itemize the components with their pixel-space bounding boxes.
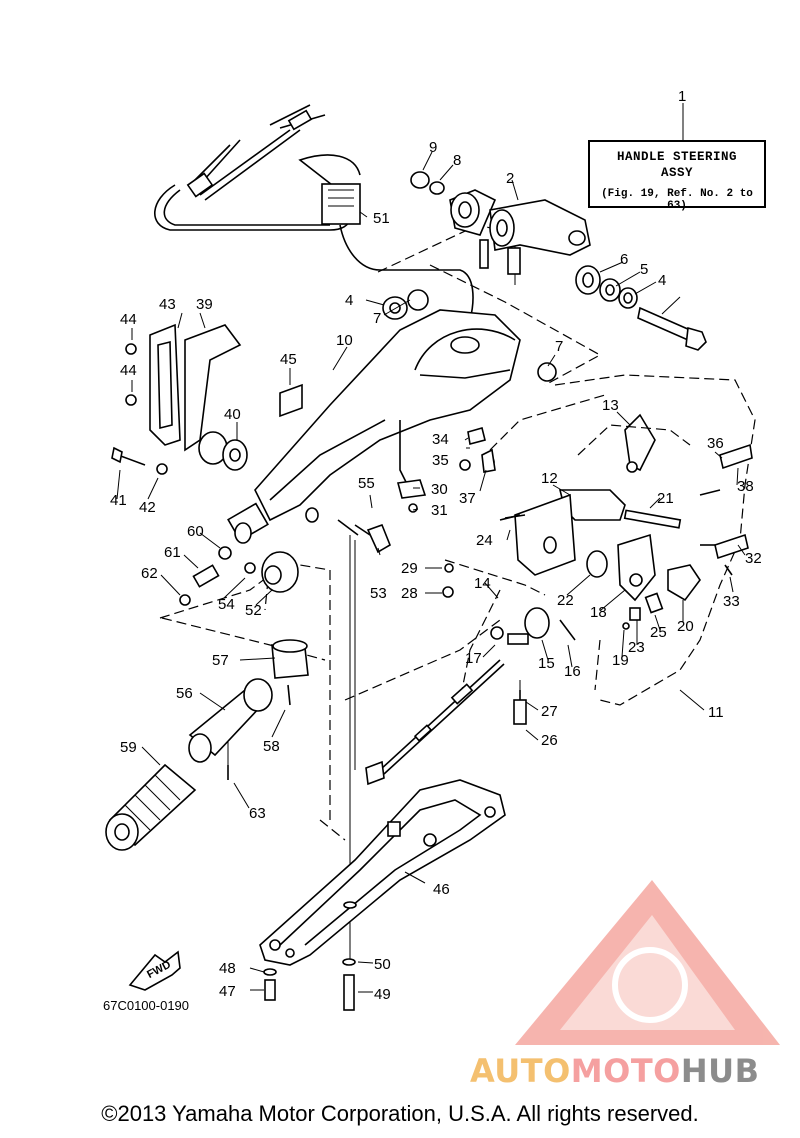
steering-handle-housing [227,309,521,544]
callout-34: 34 [432,431,449,448]
callout-20: 20 [677,618,694,635]
assembly-title-line1: HANDLE STEERING [616,150,738,164]
callout-52: 52 [245,602,262,619]
callout-37: 37 [459,490,476,507]
callout-32: 32 [745,550,762,567]
callout-55: 55 [358,475,375,492]
callout-44b: 44 [120,362,137,379]
callout-45: 45 [280,351,297,368]
callout-41: 41 [110,492,127,509]
label-plate [279,383,303,418]
callout-43: 43 [159,296,176,313]
callout-11: 11 [708,704,724,721]
leader-lines [116,103,746,993]
callout-30: 30 [431,481,448,498]
callout-46: 46 [433,881,450,898]
callout-39: 39 [196,296,213,313]
callout-5: 5 [640,261,648,278]
watermark-auto: AUTO [470,1052,571,1090]
callout-31: 31 [431,502,448,519]
callout-15: 15 [538,655,555,672]
callout-59: 59 [120,739,137,756]
callout-21: 21 [657,490,674,507]
callout-2: 2 [506,170,514,187]
callout-17: 17 [465,650,482,667]
assembly-reference: (Fig. 19, Ref. No. 2 to 63) [601,188,753,212]
callout-12: 12 [541,470,558,487]
callout-6: 6 [620,251,628,268]
callout-62: 62 [141,565,158,582]
callout-63: 63 [249,805,266,822]
callout-42: 42 [139,499,156,516]
callout-4a: 4 [345,292,353,309]
callout-47: 47 [219,983,236,1000]
watermark-text: AUTOMOTOHUB [470,1052,760,1090]
callout-44a: 44 [120,311,137,328]
callout-53: 53 [370,585,387,602]
callout-14: 14 [474,575,491,592]
callout-54: 54 [218,596,235,613]
callout-48: 48 [219,960,236,977]
left-bracket-assy [111,323,248,475]
callout-50: 50 [374,956,391,973]
callout-13: 13 [602,397,619,414]
callout-9: 9 [429,139,437,156]
callout-61: 61 [164,544,181,561]
callout-26: 26 [541,732,558,749]
cable-harness [154,104,474,321]
callout-57: 57 [212,652,229,669]
callout-23: 23 [628,639,645,656]
callout-4b: 4 [658,272,666,289]
upper-bracket [410,171,591,275]
callout-7b: 7 [555,338,563,355]
base-plate [128,779,506,1011]
callout-29: 29 [401,560,418,577]
watermark-moto: MOTO [570,1052,681,1090]
shift-rod [365,659,527,786]
throttle-grip-parts [105,546,309,851]
callout-19: 19 [612,652,629,669]
callout-36: 36 [707,435,724,452]
callout-8: 8 [453,152,461,169]
callout-10: 10 [336,332,353,349]
callout-56: 56 [176,685,193,702]
callout-16: 16 [564,663,581,680]
shift-mechanism [337,413,753,645]
copyright-notice: ©2013 Yamaha Motor Corporation, U.S.A. A… [101,1101,699,1126]
callout-27: 27 [541,703,558,720]
callout-18: 18 [590,604,607,621]
watermark-logo [515,880,780,1045]
callout-1: 1 [678,88,686,105]
callout-22: 22 [557,592,574,609]
callout-numbers: 1 2 4 4 5 6 7 7 8 9 10 11 12 13 14 15 16… [110,88,762,1003]
assembly-title-box: HANDLE STEERING ASSY (Fig. 19, Ref. No. … [588,140,766,212]
callout-24: 24 [476,532,493,549]
diagram-code: 67C0100-0190 [103,998,190,1013]
callout-35: 35 [432,452,449,469]
callout-51: 51 [373,210,390,227]
callout-58: 58 [263,738,280,755]
assembly-title-line2: ASSY [660,166,693,180]
callout-7a: 7 [373,310,381,327]
callout-25: 25 [650,624,667,641]
watermark-hub: HUB [680,1052,760,1090]
washers-and-bolt [382,265,707,382]
callout-33: 33 [723,593,740,610]
callout-38: 38 [737,478,754,495]
callout-60: 60 [187,523,204,540]
callout-28: 28 [401,585,418,602]
callout-40: 40 [224,406,241,423]
callout-49: 49 [374,986,391,1003]
